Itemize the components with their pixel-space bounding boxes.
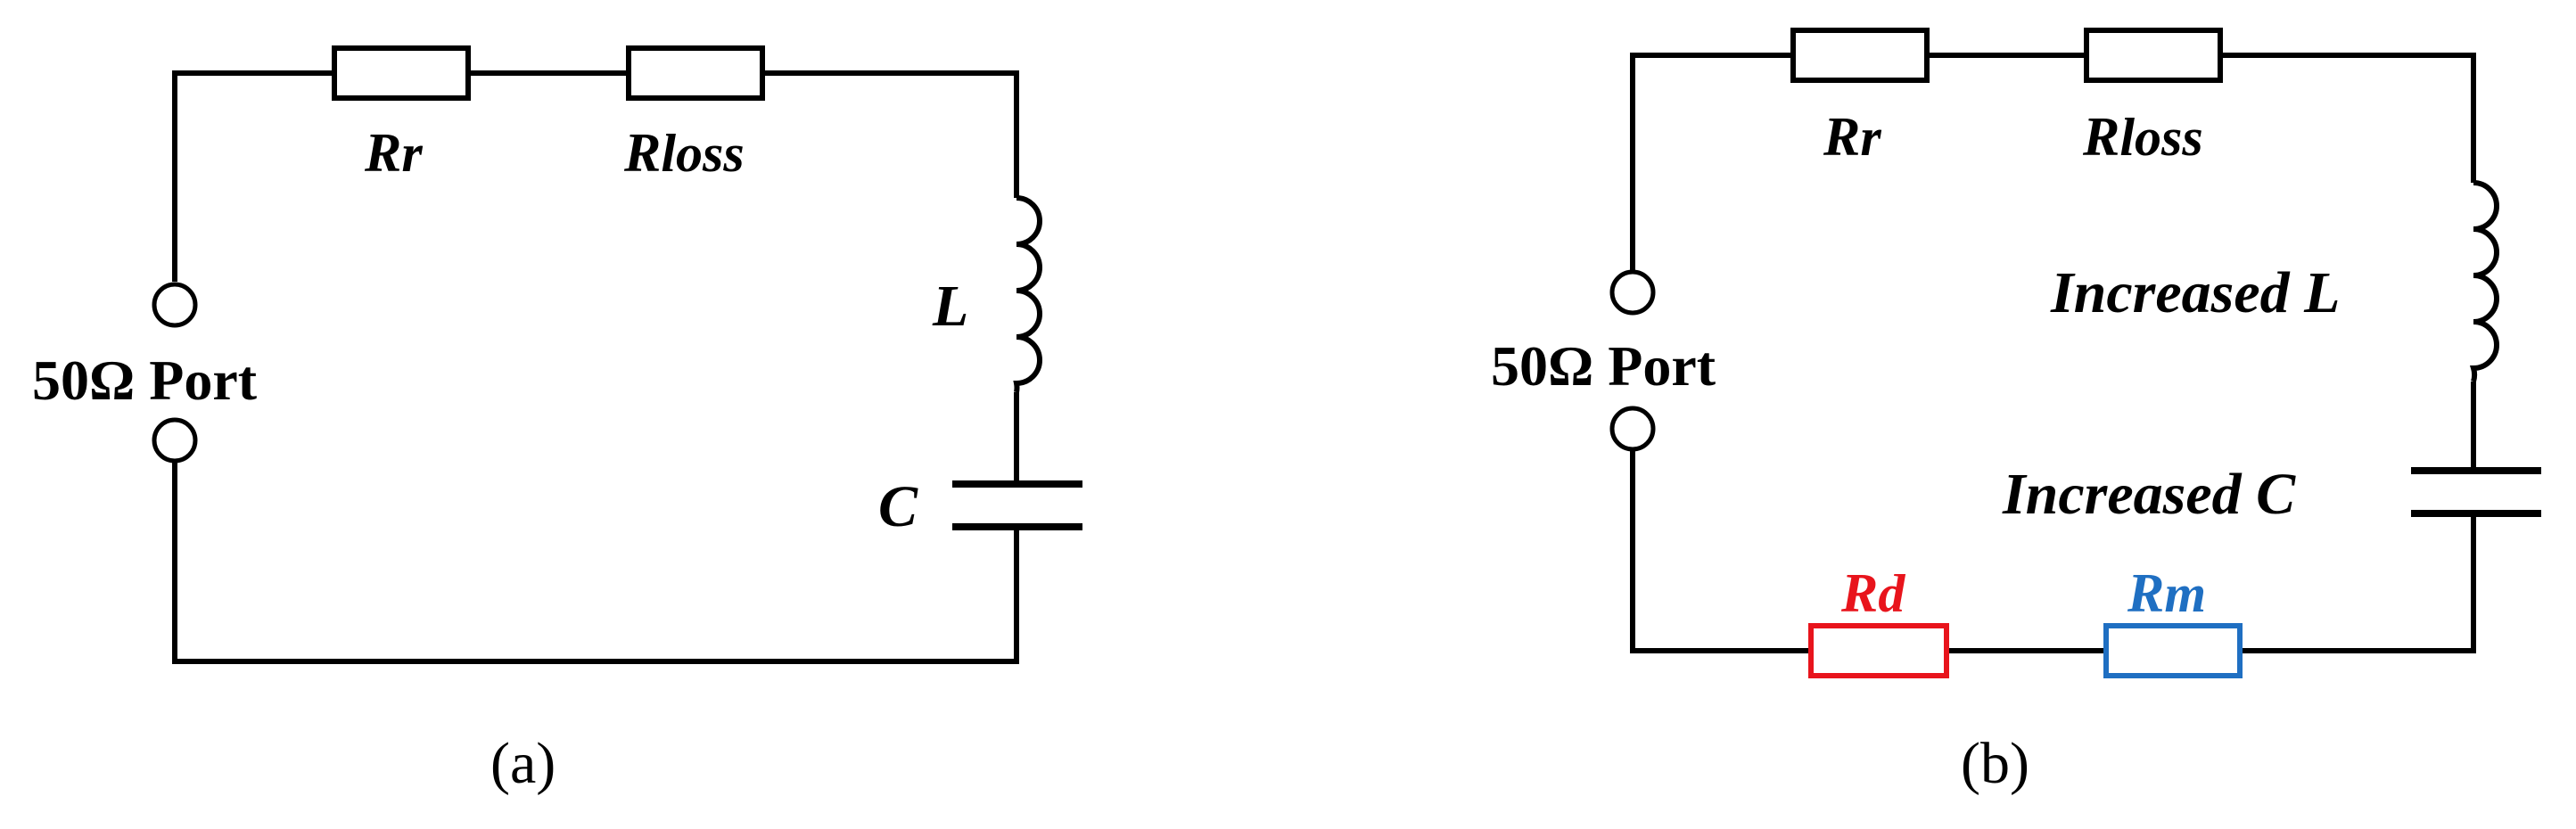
circuit-b-top-left-wire <box>1630 53 1793 270</box>
circuit-b-port-label: 50Ω Port <box>1491 334 1716 398</box>
circuit-b-rm-resistor <box>2103 623 2243 678</box>
circuit-b-top-right-wire <box>2220 53 2476 183</box>
circuit-a-top-right-wire <box>762 70 1019 198</box>
circuit-b-rr-resistor <box>1790 28 1930 83</box>
circuit-b-port-terminal-top <box>1609 269 1656 316</box>
circuit-b-rm-label: Rm <box>2127 563 2206 624</box>
circuit-a-port-label: 50Ω Port <box>32 349 258 412</box>
circuit-b-rd-label: Rd <box>1840 563 1905 624</box>
circuit-b-bottom-left-wire <box>1630 450 1811 653</box>
circuit-b-caption: (b) <box>1961 731 2029 796</box>
circuit-a-bottom-wire <box>172 460 1019 664</box>
circuit-a-rr-resistor <box>332 45 471 101</box>
circuit-b-bottom-right-wire <box>2240 513 2476 653</box>
circuit-a-top-left-wire <box>172 70 334 282</box>
circuit-a <box>152 45 1082 664</box>
circuit-a-port-terminal-bottom <box>152 417 198 464</box>
circuit-a-rloss-resistor <box>626 45 765 101</box>
circuit-a-inductor-label: L <box>932 274 968 339</box>
circuit-b-rr-label: Rr <box>1823 107 1881 168</box>
circuit-a-rr-label: Rr <box>364 123 423 184</box>
circuit-b-rd-resistor <box>1808 623 1949 678</box>
circuit-b-port-terminal-bottom <box>1609 406 1656 452</box>
circuit-a-capacitor-label: C <box>878 474 918 539</box>
circuit-a-rloss-label: Rloss <box>623 123 745 184</box>
circuit-b-inductor-label: Increased L <box>2050 260 2340 325</box>
circuit-a-port-terminal-top <box>152 282 198 328</box>
circuit-b-capacitor-label: Increased C <box>2002 462 2296 527</box>
circuit-a-inductor <box>1013 195 1042 393</box>
circuit-b-rloss-label: Rloss <box>2082 107 2203 168</box>
circuit-a-caption: (a) <box>490 731 556 796</box>
circuit-b-inductor <box>2469 180 2499 382</box>
circuit-b <box>1609 28 2541 653</box>
circuit-b-rloss-resistor <box>2084 28 2223 83</box>
